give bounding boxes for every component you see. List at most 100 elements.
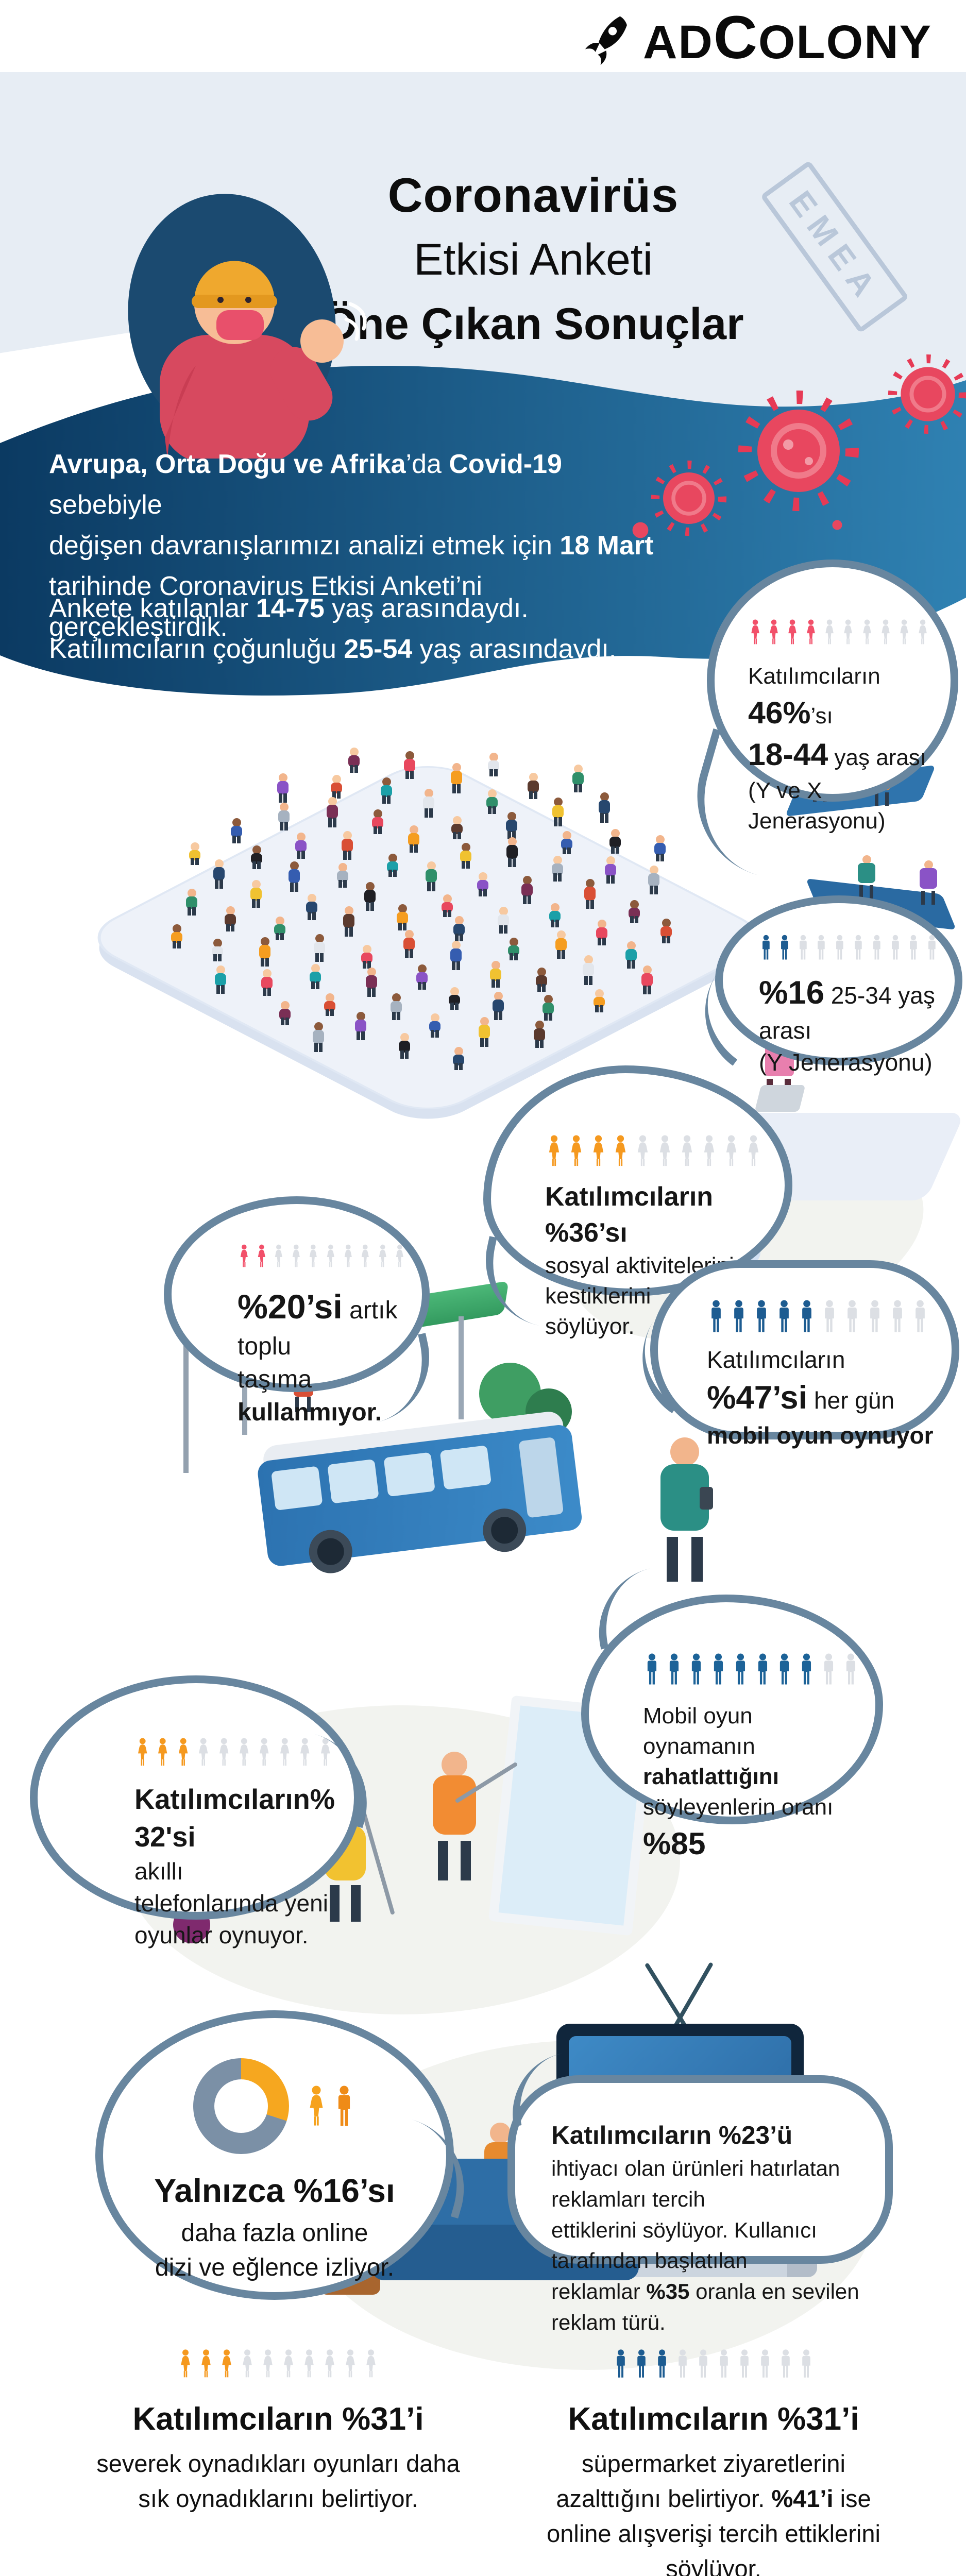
crowd-person xyxy=(422,788,434,818)
crowd-person xyxy=(279,1001,291,1025)
pictogram-men-47 xyxy=(707,1300,936,1333)
crowd-person xyxy=(593,989,605,1012)
logo-text: ADCOLONY xyxy=(642,3,932,71)
stat-bubble-age-16: %16 25-34 yaş arası (Y Jenerasyonu) xyxy=(679,895,962,1076)
crowd-person xyxy=(261,969,273,996)
crowd-person xyxy=(508,937,520,960)
person-figure xyxy=(858,855,875,899)
crowd-person xyxy=(171,924,182,948)
crowd-person xyxy=(534,1021,546,1048)
pictogram-women-36 xyxy=(545,1135,764,1167)
crowd-person xyxy=(277,773,289,803)
stat-title: Katılımcıların %31’i xyxy=(568,2401,859,2437)
crowd-person xyxy=(492,991,504,1020)
crowd-person xyxy=(189,842,200,865)
crowd-person xyxy=(584,879,596,909)
stat-section-market-31: Katılımcıların %31’i süpermarket ziyaret… xyxy=(510,2349,917,2576)
virus-icon-large xyxy=(738,391,859,511)
bus-wheel xyxy=(306,1527,355,1576)
person-figure xyxy=(433,1752,476,1880)
man-with-phone-illustration xyxy=(650,1437,722,1592)
bus-stop-pole xyxy=(459,1316,464,1419)
crowd-person xyxy=(366,967,377,997)
stat-bubble-games-47: Katılımcıların %47’si her gün mobil oyun… xyxy=(616,1260,959,1449)
crowd-person xyxy=(442,894,453,917)
crowd-person xyxy=(343,906,354,937)
stat-bubble-newgames-32: Katılımcıların% 32'si akıllı telefonları… xyxy=(30,1675,384,1948)
crowd-person xyxy=(572,765,584,793)
pictogram-men-85 xyxy=(643,1652,860,1687)
stat-title: Katılımcıların %31’i xyxy=(132,2401,424,2437)
virus-dot-2 xyxy=(832,520,842,530)
crowd-person xyxy=(448,987,460,1010)
bus-wheel xyxy=(480,1506,529,1554)
crowd-person xyxy=(551,855,563,882)
stat-bubble-online-16: Yalnızca %16’sı daha fazla online dizi v… xyxy=(95,2010,481,2300)
bus-window xyxy=(439,1445,492,1490)
crowd-person xyxy=(348,748,360,773)
online-16-body: daha fazla online dizi ve eğlence izliyo… xyxy=(155,2219,395,2282)
crowd-person xyxy=(337,863,349,888)
mop-handle xyxy=(361,1809,395,1916)
crowd-person xyxy=(536,968,548,992)
crowd-person xyxy=(310,963,321,989)
crowd-person xyxy=(477,872,488,896)
title-line-2: Etkisi Anketi xyxy=(414,235,653,284)
stat-text-47: Katılımcıların %47’si her gün mobil oyun… xyxy=(707,1346,934,1449)
crowd-person xyxy=(371,809,383,835)
stat-bubble-ads-23: Katılımcıların %23’ü ihtiyacı olan ürünl… xyxy=(501,2053,893,2334)
crowd-person xyxy=(521,875,533,904)
crowd-person xyxy=(341,831,353,860)
crowd-person xyxy=(625,941,637,969)
crowd-person xyxy=(451,762,463,793)
crowd-person xyxy=(327,796,338,827)
stat-text-85: Mobil oyun oynamanın rahatlattığını söyl… xyxy=(643,1703,834,1861)
crowd-person xyxy=(259,937,271,967)
virus-icon-small-right xyxy=(888,354,966,434)
crowd-person xyxy=(213,859,225,889)
crowd-person xyxy=(403,751,415,779)
bus-window xyxy=(271,1466,323,1511)
crowd-people xyxy=(88,670,768,1221)
crowd-person xyxy=(453,916,465,942)
crowd-person xyxy=(490,961,502,988)
pictogram-men-16 xyxy=(759,933,939,962)
crowd-person xyxy=(426,861,437,891)
crowd-person xyxy=(390,993,402,1021)
stat-section-games-31: Katılımcıların %31’i severek oynadıkları… xyxy=(77,2349,479,2516)
crowd-person xyxy=(278,802,290,831)
stat-text-23: Katılımcıların %23’ü ihtiyacı olan ürünl… xyxy=(551,2121,859,2334)
stat-body: süpermarket ziyaretlerini azalttığını be… xyxy=(547,2449,880,2576)
rocket-icon xyxy=(585,16,627,65)
crowd-person xyxy=(331,774,343,799)
title-line-3: Öne Çıkan Sonuçlar xyxy=(323,299,744,349)
crowd-person xyxy=(408,825,419,853)
crowd-person xyxy=(596,920,608,946)
pictogram-women-31 xyxy=(77,2349,479,2378)
person-figure xyxy=(920,860,937,905)
crowd-person xyxy=(542,995,554,1021)
crowd-person xyxy=(313,1022,325,1052)
crowd-illustration xyxy=(88,670,768,1221)
crowd-person xyxy=(527,773,539,800)
crowd-person xyxy=(450,941,462,971)
crowd-person xyxy=(429,1013,441,1038)
stat-bubble-age-46: Katılımcıların 46%’sı 18-44 yaş arası (Y… xyxy=(677,560,958,875)
title-line-1: Coronavirüs xyxy=(387,168,679,222)
stat-text-46: Katılımcıların 46%’sı 18-44 yaş arası (Y… xyxy=(748,664,927,834)
crowd-person xyxy=(289,861,300,892)
intro-paragraph-2: Ankete katılanlar 14-75 yaş arasındaydı.… xyxy=(49,594,617,665)
stat-body: severek oynadıkları oyunları daha sık oy… xyxy=(96,2449,460,2513)
donut-hole xyxy=(214,2079,268,2133)
bus-window xyxy=(383,1452,435,1497)
stat-bubble-relax-85: Mobil oyun oynamanın rahatlattığını söyl… xyxy=(581,1568,883,1861)
stat-text-32: Katılımcıların% 32'si akıllı telefonları… xyxy=(134,1784,335,1948)
pictogram-pair-online xyxy=(304,2086,356,2127)
crowd-person xyxy=(451,816,463,839)
crowd-person xyxy=(251,845,263,869)
crowd-person xyxy=(354,1011,366,1040)
crowd-person xyxy=(648,866,660,895)
isometric-platform xyxy=(97,766,758,1119)
crowd-person xyxy=(609,829,621,854)
crowd-person xyxy=(486,789,498,814)
